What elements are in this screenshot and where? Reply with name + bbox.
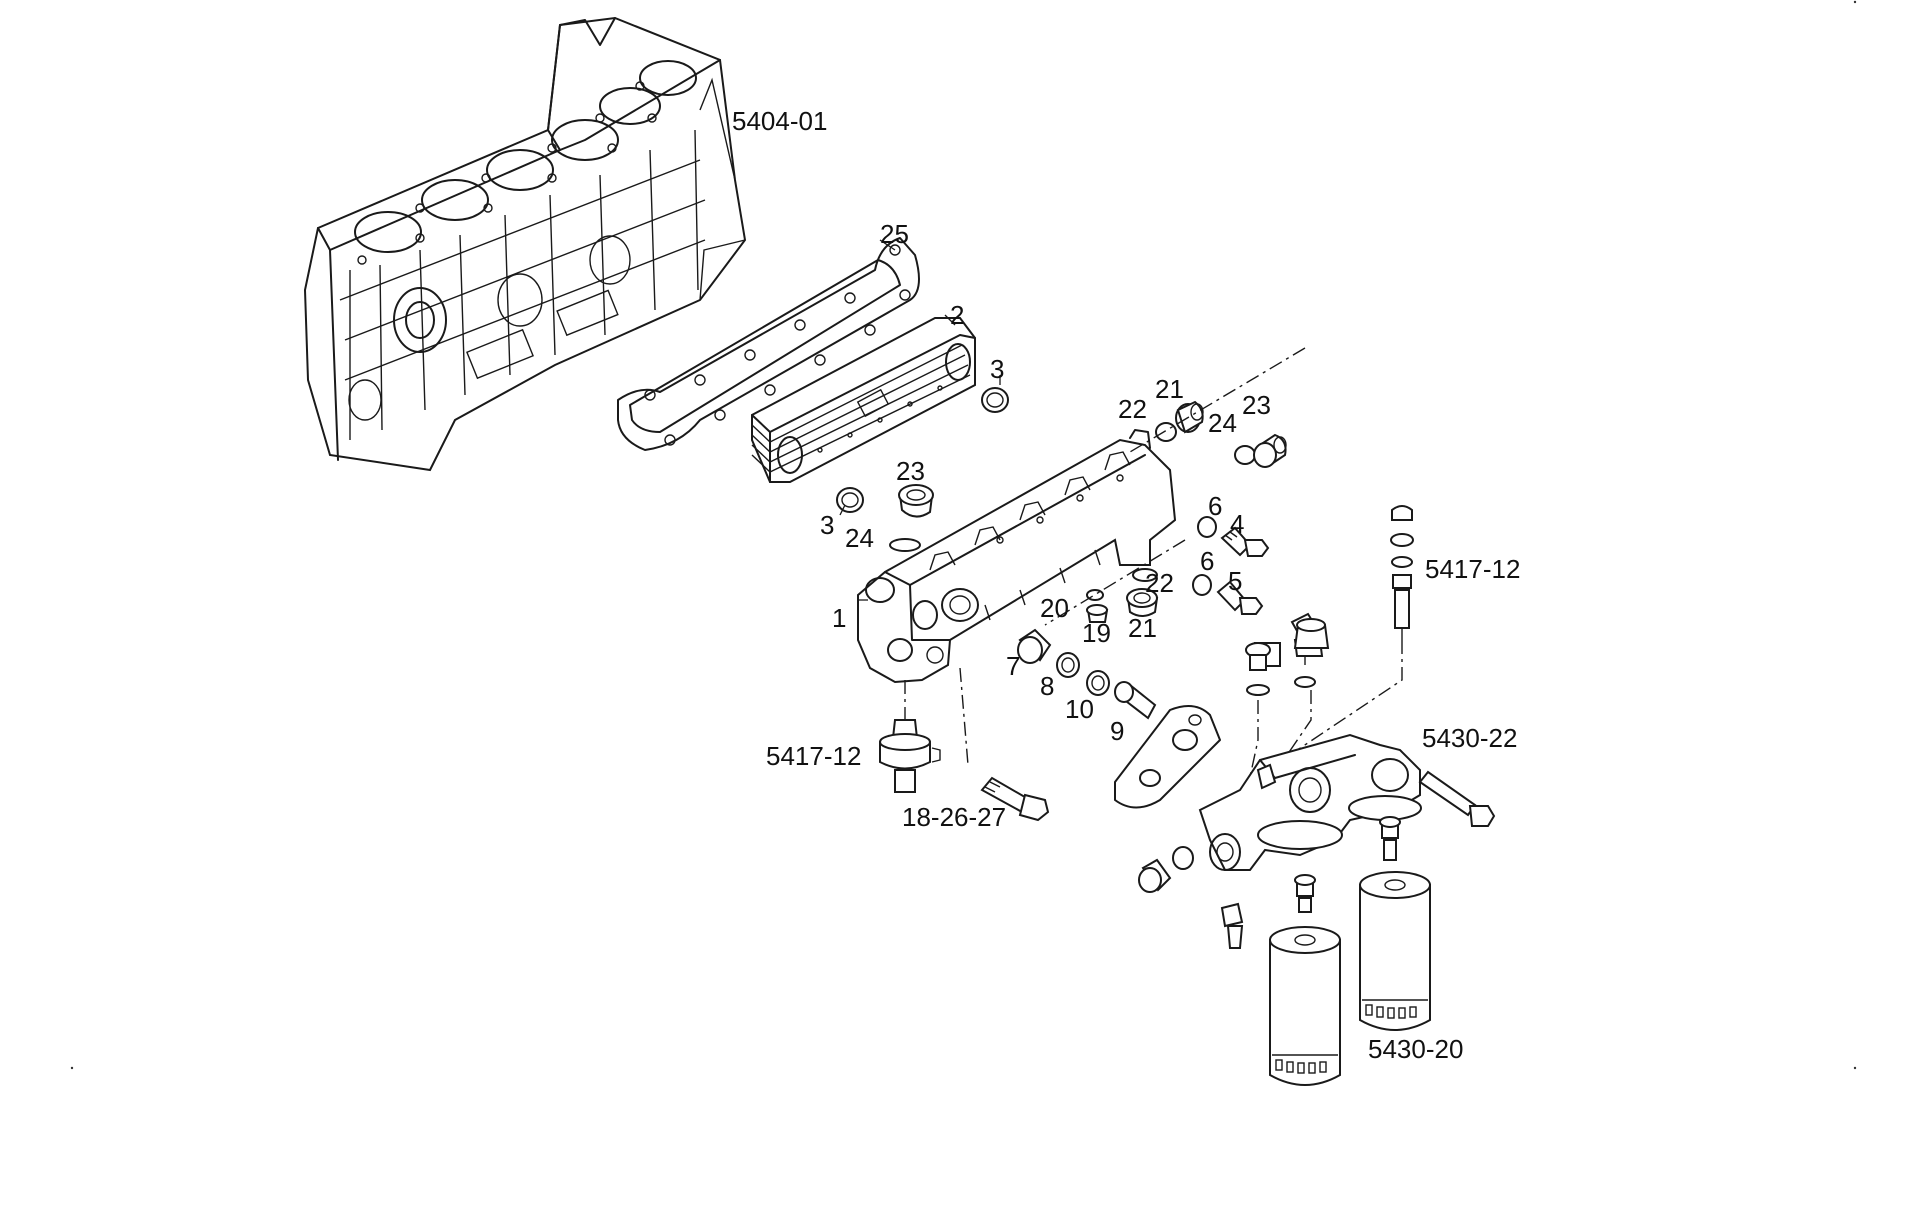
label-1: 1 xyxy=(832,603,846,633)
oil-cooler-2 xyxy=(751,317,976,483)
filter-cartridge-left xyxy=(1269,926,1341,1086)
axis-line-top xyxy=(1129,347,1306,453)
axis-line-bolt xyxy=(959,667,969,766)
engine-block xyxy=(303,16,747,472)
label-18-26-27: 18-26-27 xyxy=(902,802,1006,832)
sensor-small xyxy=(1220,902,1244,949)
label-4: 4 xyxy=(1230,509,1244,539)
part-labels: 5404-01 25 2 3 3 21 22 24 23 23 24 6 4 6… xyxy=(732,106,1520,1064)
plug-7 xyxy=(1017,628,1052,664)
seal-24-lower xyxy=(889,538,921,552)
seal-22-upper xyxy=(1155,422,1177,442)
label-5430-22: 5430-22 xyxy=(1422,723,1517,753)
axis-line-sensor-right xyxy=(1259,640,1403,776)
label-22-upper: 22 xyxy=(1118,394,1147,424)
label-5430-20: 5430-20 xyxy=(1368,1034,1463,1064)
label-24-lower: 24 xyxy=(845,523,874,553)
label-23-upper: 23 xyxy=(1242,390,1271,420)
sensor-5417-12-right xyxy=(1390,505,1414,640)
label-20: 20 xyxy=(1040,593,1069,623)
sensor-5417-12-left xyxy=(879,719,941,793)
label-5404-01: 5404-01 xyxy=(732,106,827,136)
filter-cartridge-right xyxy=(1359,871,1431,1031)
nipple-fitting-left xyxy=(1294,874,1316,913)
filter-head-gasket xyxy=(1114,705,1221,809)
corner-mark-left xyxy=(70,1066,74,1070)
nipple-fitting-right xyxy=(1379,816,1401,861)
seal-22-lower xyxy=(1132,568,1158,582)
label-25: 25 xyxy=(880,219,909,249)
label-5417-12-right: 5417-12 xyxy=(1425,554,1520,584)
label-19: 19 xyxy=(1082,618,1111,648)
plug-21-upper xyxy=(1175,400,1204,434)
label-8: 8 xyxy=(1040,671,1054,701)
plug-23-upper xyxy=(1253,433,1287,468)
label-9: 9 xyxy=(1110,716,1124,746)
bolt-5 xyxy=(1216,580,1264,615)
label-21-upper: 21 xyxy=(1155,374,1184,404)
seal-24-upper xyxy=(1234,445,1256,465)
label-21-lower: 21 xyxy=(1128,613,1157,643)
o-ring-3-upper xyxy=(981,387,1009,413)
label-7: 7 xyxy=(1006,651,1020,681)
label-24-upper: 24 xyxy=(1208,408,1237,438)
label-10: 10 xyxy=(1065,694,1094,724)
corner-mark-right xyxy=(1853,1066,1857,1070)
label-3-lower: 3 xyxy=(820,510,834,540)
gasket-25 xyxy=(617,237,920,451)
seal-10 xyxy=(1086,670,1110,696)
bolt-18-26-27 xyxy=(980,776,1050,822)
seal-6-lower xyxy=(1192,574,1212,596)
label-23-lower: 23 xyxy=(896,456,925,486)
label-5: 5 xyxy=(1228,566,1242,596)
label-6-upper: 6 xyxy=(1208,491,1222,521)
bolt-4 xyxy=(1220,526,1270,557)
filter-head-5430-22 xyxy=(1198,733,1422,871)
plug-23-lower xyxy=(898,484,934,518)
o-ring-3-lower xyxy=(836,487,864,513)
axis-line-mid xyxy=(1044,539,1186,626)
axis-line-a xyxy=(1244,700,1259,801)
axis-line-b xyxy=(1269,690,1312,781)
pressure-switch xyxy=(1293,618,1330,649)
plug-21-lower xyxy=(1126,588,1159,617)
corner-mark-top xyxy=(1853,0,1857,4)
seal-6-upper xyxy=(1197,516,1217,538)
drain-washer xyxy=(1172,846,1194,870)
label-2: 2 xyxy=(950,300,964,330)
label-6-lower: 6 xyxy=(1200,546,1214,576)
bolt-filter-head xyxy=(1418,770,1496,827)
sensor-9 xyxy=(1114,681,1157,720)
seal-20 xyxy=(1086,589,1104,601)
plug-19 xyxy=(1086,604,1109,623)
drain-plug xyxy=(1138,858,1172,893)
label-3-upper: 3 xyxy=(990,354,1004,384)
seal-8 xyxy=(1056,652,1080,678)
oil-filter-housing-1 xyxy=(857,429,1177,684)
label-22-lower: 22 xyxy=(1145,568,1174,598)
label-5417-12-left: 5417-12 xyxy=(766,741,861,771)
sensor-fitting-top xyxy=(1245,642,1281,696)
leader-lines xyxy=(839,239,1001,601)
